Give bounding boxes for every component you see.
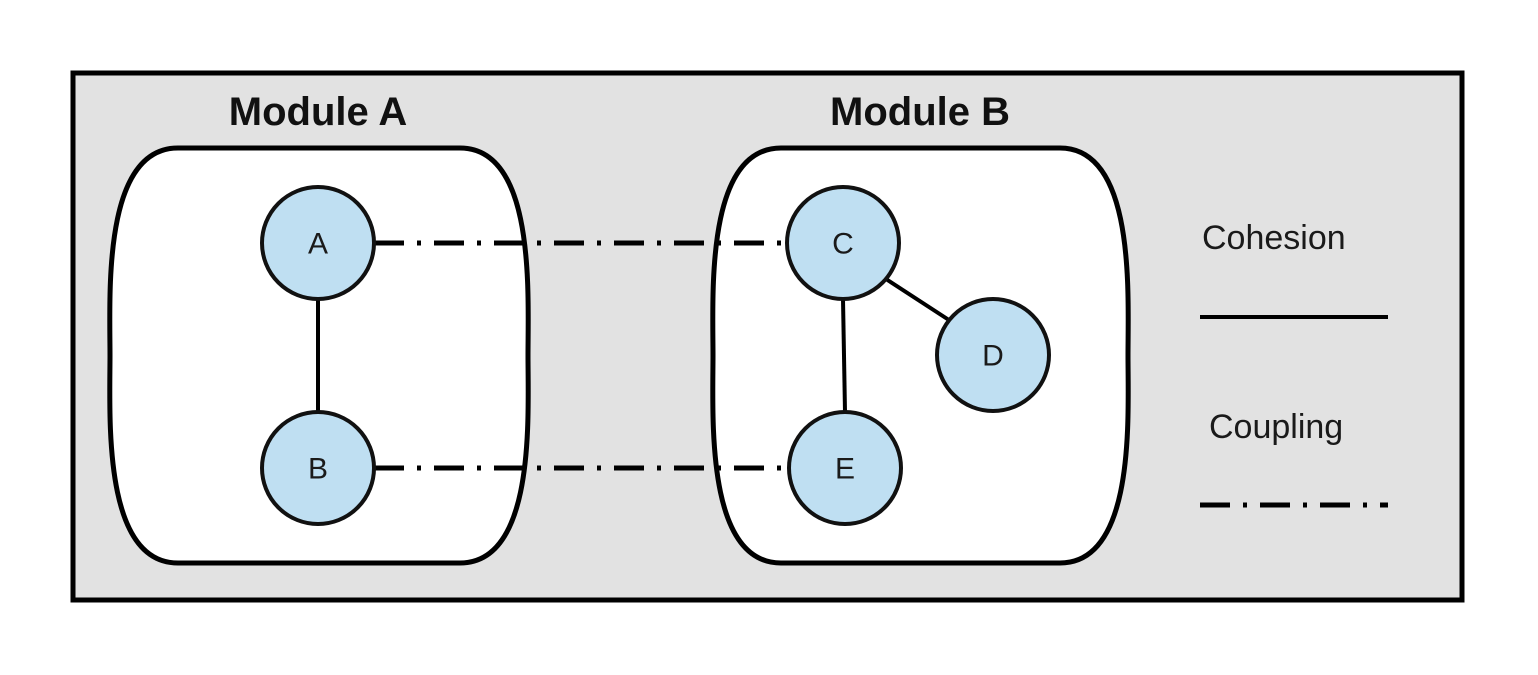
graph-node-e[interactable]: E xyxy=(787,410,903,526)
legend-cohesion-label: Cohesion xyxy=(1202,219,1346,257)
edges-layer xyxy=(316,240,954,471)
node-circle[interactable] xyxy=(787,410,903,526)
module-a-title: Module A xyxy=(229,90,408,134)
node-label: C xyxy=(832,228,854,261)
graph-node-b[interactable]: B xyxy=(260,410,376,526)
edge-cohesion[interactable] xyxy=(841,298,847,413)
legend-cohesion: Cohesion xyxy=(1200,219,1388,319)
node-label: A xyxy=(308,228,328,261)
module-b-title: Module B xyxy=(830,90,1010,134)
node-circle[interactable] xyxy=(785,185,901,301)
node-circle[interactable] xyxy=(260,185,376,301)
graph-node-c[interactable]: C xyxy=(785,185,901,301)
graph-node-a[interactable]: A xyxy=(260,185,376,301)
node-label: E xyxy=(835,453,855,486)
node-label: D xyxy=(982,340,1004,373)
edge-cohesion[interactable] xyxy=(884,277,954,324)
graph-node-d[interactable]: D xyxy=(935,297,1051,413)
node-circle[interactable] xyxy=(935,297,1051,413)
legend-coupling-label: Coupling xyxy=(1209,408,1343,446)
legend-coupling: Coupling xyxy=(1200,408,1388,508)
module-b-boundary[interactable] xyxy=(710,145,1131,566)
node-circle[interactable] xyxy=(260,410,376,526)
nodes-layer: A B C D E xyxy=(260,185,1051,526)
node-label: B xyxy=(308,453,328,486)
